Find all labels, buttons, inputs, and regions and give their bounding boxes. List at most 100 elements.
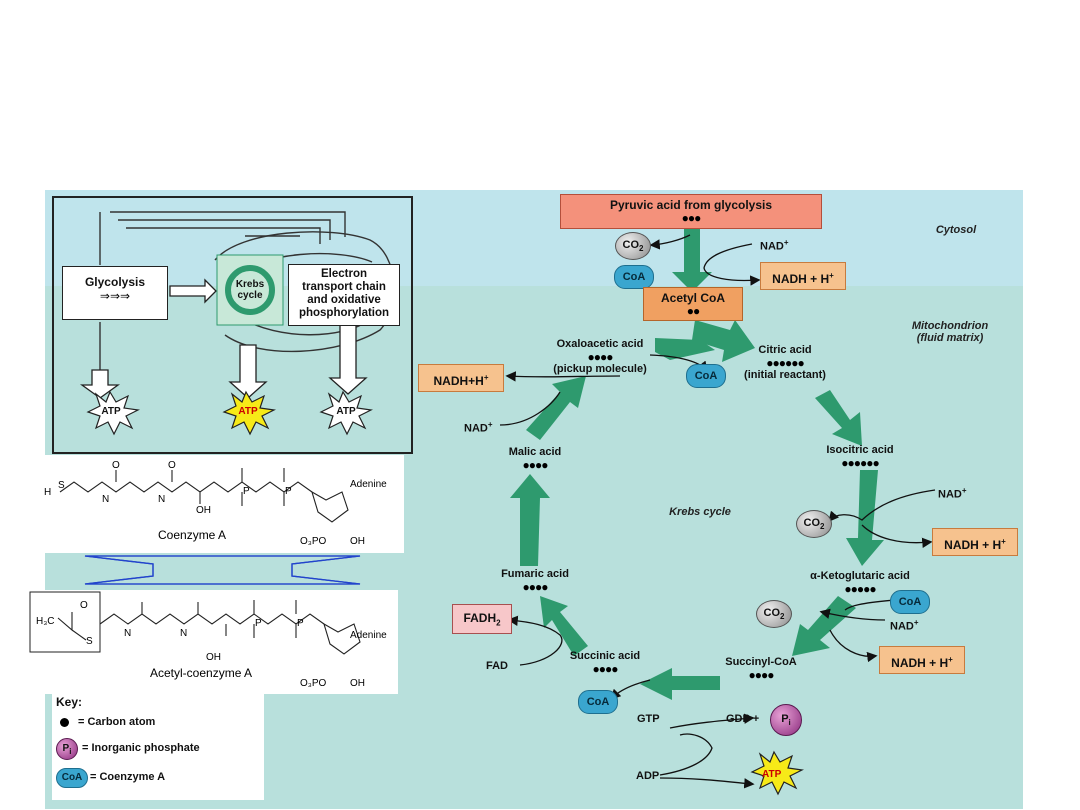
adp-label: ADP <box>636 770 660 782</box>
co2-bubble-3: CO2 <box>756 600 792 628</box>
carbon-dot-icon <box>60 718 69 727</box>
atom-p-1: P <box>243 486 250 497</box>
key-phosphate: = Inorganic phosphate <box>82 742 200 754</box>
etc-label: Electron transport chain and oxidative p… <box>298 268 390 319</box>
atom-oh: OH <box>196 505 211 516</box>
atom-h3c: H₃C <box>36 616 55 627</box>
etc-box: Electron transport chain and oxidative p… <box>288 264 400 326</box>
krebs-cycle-label: Krebs cycle <box>669 506 731 518</box>
fumaric-label: Fumaric acid <box>501 568 569 580</box>
atom-nh-1: N <box>102 494 110 505</box>
krebs-inset-label: Krebs cycle <box>235 279 265 301</box>
malic-dots: ●●●● <box>522 458 549 472</box>
mitochondrion-label: Mitochondrion (fluid matrix) <box>911 320 989 344</box>
acetyl-coa-box: Acetyl CoA ●● <box>643 287 743 321</box>
acetyl-coa-dots: ●● <box>686 304 701 318</box>
oxaloacetic-dots: ●●●● <box>587 350 614 364</box>
nadh-label-4: NADH + H+ <box>891 655 953 670</box>
nadh-box-2: NADH+H+ <box>418 364 504 392</box>
citric-label: Citric acid <box>758 344 812 356</box>
atom-h: H <box>44 487 52 498</box>
isocitric-dots: ●●●●●● <box>841 456 880 470</box>
phosphate-icon: Pi <box>56 738 78 760</box>
glycolysis-label: Glycolysis <box>84 275 146 289</box>
succinyl-label: Succinyl-CoA <box>725 656 797 668</box>
atom-oh-4: OH <box>350 678 365 689</box>
cycle-arrows <box>510 228 884 700</box>
key-carbon: = Carbon atom <box>78 716 156 728</box>
nadh-box-3: NADH + H+ <box>932 528 1018 556</box>
key-coenzyme: = Coenzyme A <box>90 771 166 783</box>
ketoglutaric-acid-node: α-Ketoglutaric acid ●●●●● <box>790 570 930 595</box>
ketoglutaric-dots: ●●●●● <box>844 582 876 596</box>
atom-nh-3: N <box>124 628 132 639</box>
citric-sub: (initial reactant) <box>744 369 826 381</box>
fumaric-acid-node: Fumaric acid ●●●● <box>488 568 582 593</box>
atom-o3po-1: O₃PO <box>300 536 327 547</box>
atom-oh-3: OH <box>206 652 221 663</box>
malic-label: Malic acid <box>508 446 562 458</box>
coenzyme-a-caption: Coenzyme A <box>158 528 227 542</box>
inset-atp-middle: ATP <box>238 406 258 417</box>
nadh-label-1: NADH + H+ <box>772 271 834 286</box>
ketoglutaric-label: α-Ketoglutaric acid <box>810 570 910 582</box>
acetyl-coa-label: Acetyl CoA <box>660 291 725 305</box>
co2-label-1: CO2 <box>622 239 644 254</box>
nad-label-3: NAD+ <box>938 486 967 501</box>
succinic-acid-node: Succinic acid ●●●● <box>560 650 650 675</box>
nad-label-4: NAD+ <box>890 618 919 633</box>
coa-bubble-1: CoA <box>614 265 654 289</box>
nadh-label-3: NADH + H+ <box>944 537 1006 552</box>
oxaloacetic-label: Oxaloacetic acid <box>556 338 644 350</box>
nadh-box-1: NADH + H+ <box>760 262 846 290</box>
adenine-label-2: Adenine <box>350 630 387 641</box>
oxaloacetic-sub: (pickup molecule) <box>553 363 647 375</box>
atp-label: ATP <box>762 769 782 780</box>
citric-dots: ●●●●●● <box>766 356 805 370</box>
atom-p-3: P <box>255 618 262 629</box>
oxaloacetic-acid-node: Oxaloacetic acid ●●●● (pickup molecule) <box>540 338 660 376</box>
cytosol-region <box>45 190 1023 286</box>
atom-o3po-2: O₃PO <box>300 678 327 689</box>
gdp-label: GDP + <box>726 713 760 725</box>
isocitric-label: Isocitric acid <box>826 444 894 456</box>
succinyl-dots: ●●●● <box>748 668 775 682</box>
nad-label-2: NAD+ <box>464 420 493 435</box>
succinyl-coa-node: Succinyl-CoA ●●●● <box>716 656 806 681</box>
cytosol-label: Cytosol <box>935 224 977 236</box>
nadh-box-4: NADH + H+ <box>879 646 965 674</box>
coa-bubble-3: CoA <box>890 590 930 614</box>
pi-label: Pi <box>781 713 791 728</box>
nadh-label-2: NADH+H+ <box>433 373 489 388</box>
fad-label: FAD <box>486 660 508 672</box>
pi-bubble: Pi <box>770 704 802 736</box>
coa-bubble-4: CoA <box>578 690 618 714</box>
adenine-label-1: Adenine <box>350 479 387 490</box>
atom-oh-2: OH <box>350 536 365 547</box>
atom-p-2: P <box>285 486 292 497</box>
atom-s: S <box>58 480 65 491</box>
key-title: Key: <box>56 695 83 709</box>
co2-label-3: CO2 <box>763 607 785 622</box>
gtp-label: GTP <box>637 713 660 725</box>
co2-label-2: CO2 <box>803 517 825 532</box>
atom-nh-2: N <box>158 494 166 505</box>
malic-acid-node: Malic acid ●●●● <box>495 446 575 471</box>
pyruvic-acid-box: Pyruvic acid from glycolysis ●●● <box>560 194 822 229</box>
acetyl-coa-structure <box>30 590 398 694</box>
atom-p-4: P <box>297 618 304 629</box>
nad-label-1: NAD+ <box>760 238 789 253</box>
inset-atp-right: ATP <box>336 406 356 417</box>
inset-atp-left: ATP <box>101 406 121 417</box>
fadh2-box: FADH2 <box>452 604 512 634</box>
co2-bubble-2: CO2 <box>796 510 832 538</box>
isocitric-acid-node: Isocitric acid ●●●●●● <box>810 444 910 469</box>
key-legend: Key: = Carbon atom Pi = Inorganic phosph… <box>52 694 264 800</box>
coenzyme-a-structure <box>44 455 404 553</box>
acetyl-coenzyme-a-caption: Acetyl-coenzyme A <box>150 666 253 680</box>
fumaric-dots: ●●●● <box>522 580 549 594</box>
citric-acid-node: Citric acid ●●●●●● (initial reactant) <box>730 344 840 382</box>
atom-nh-4: N <box>180 628 188 639</box>
